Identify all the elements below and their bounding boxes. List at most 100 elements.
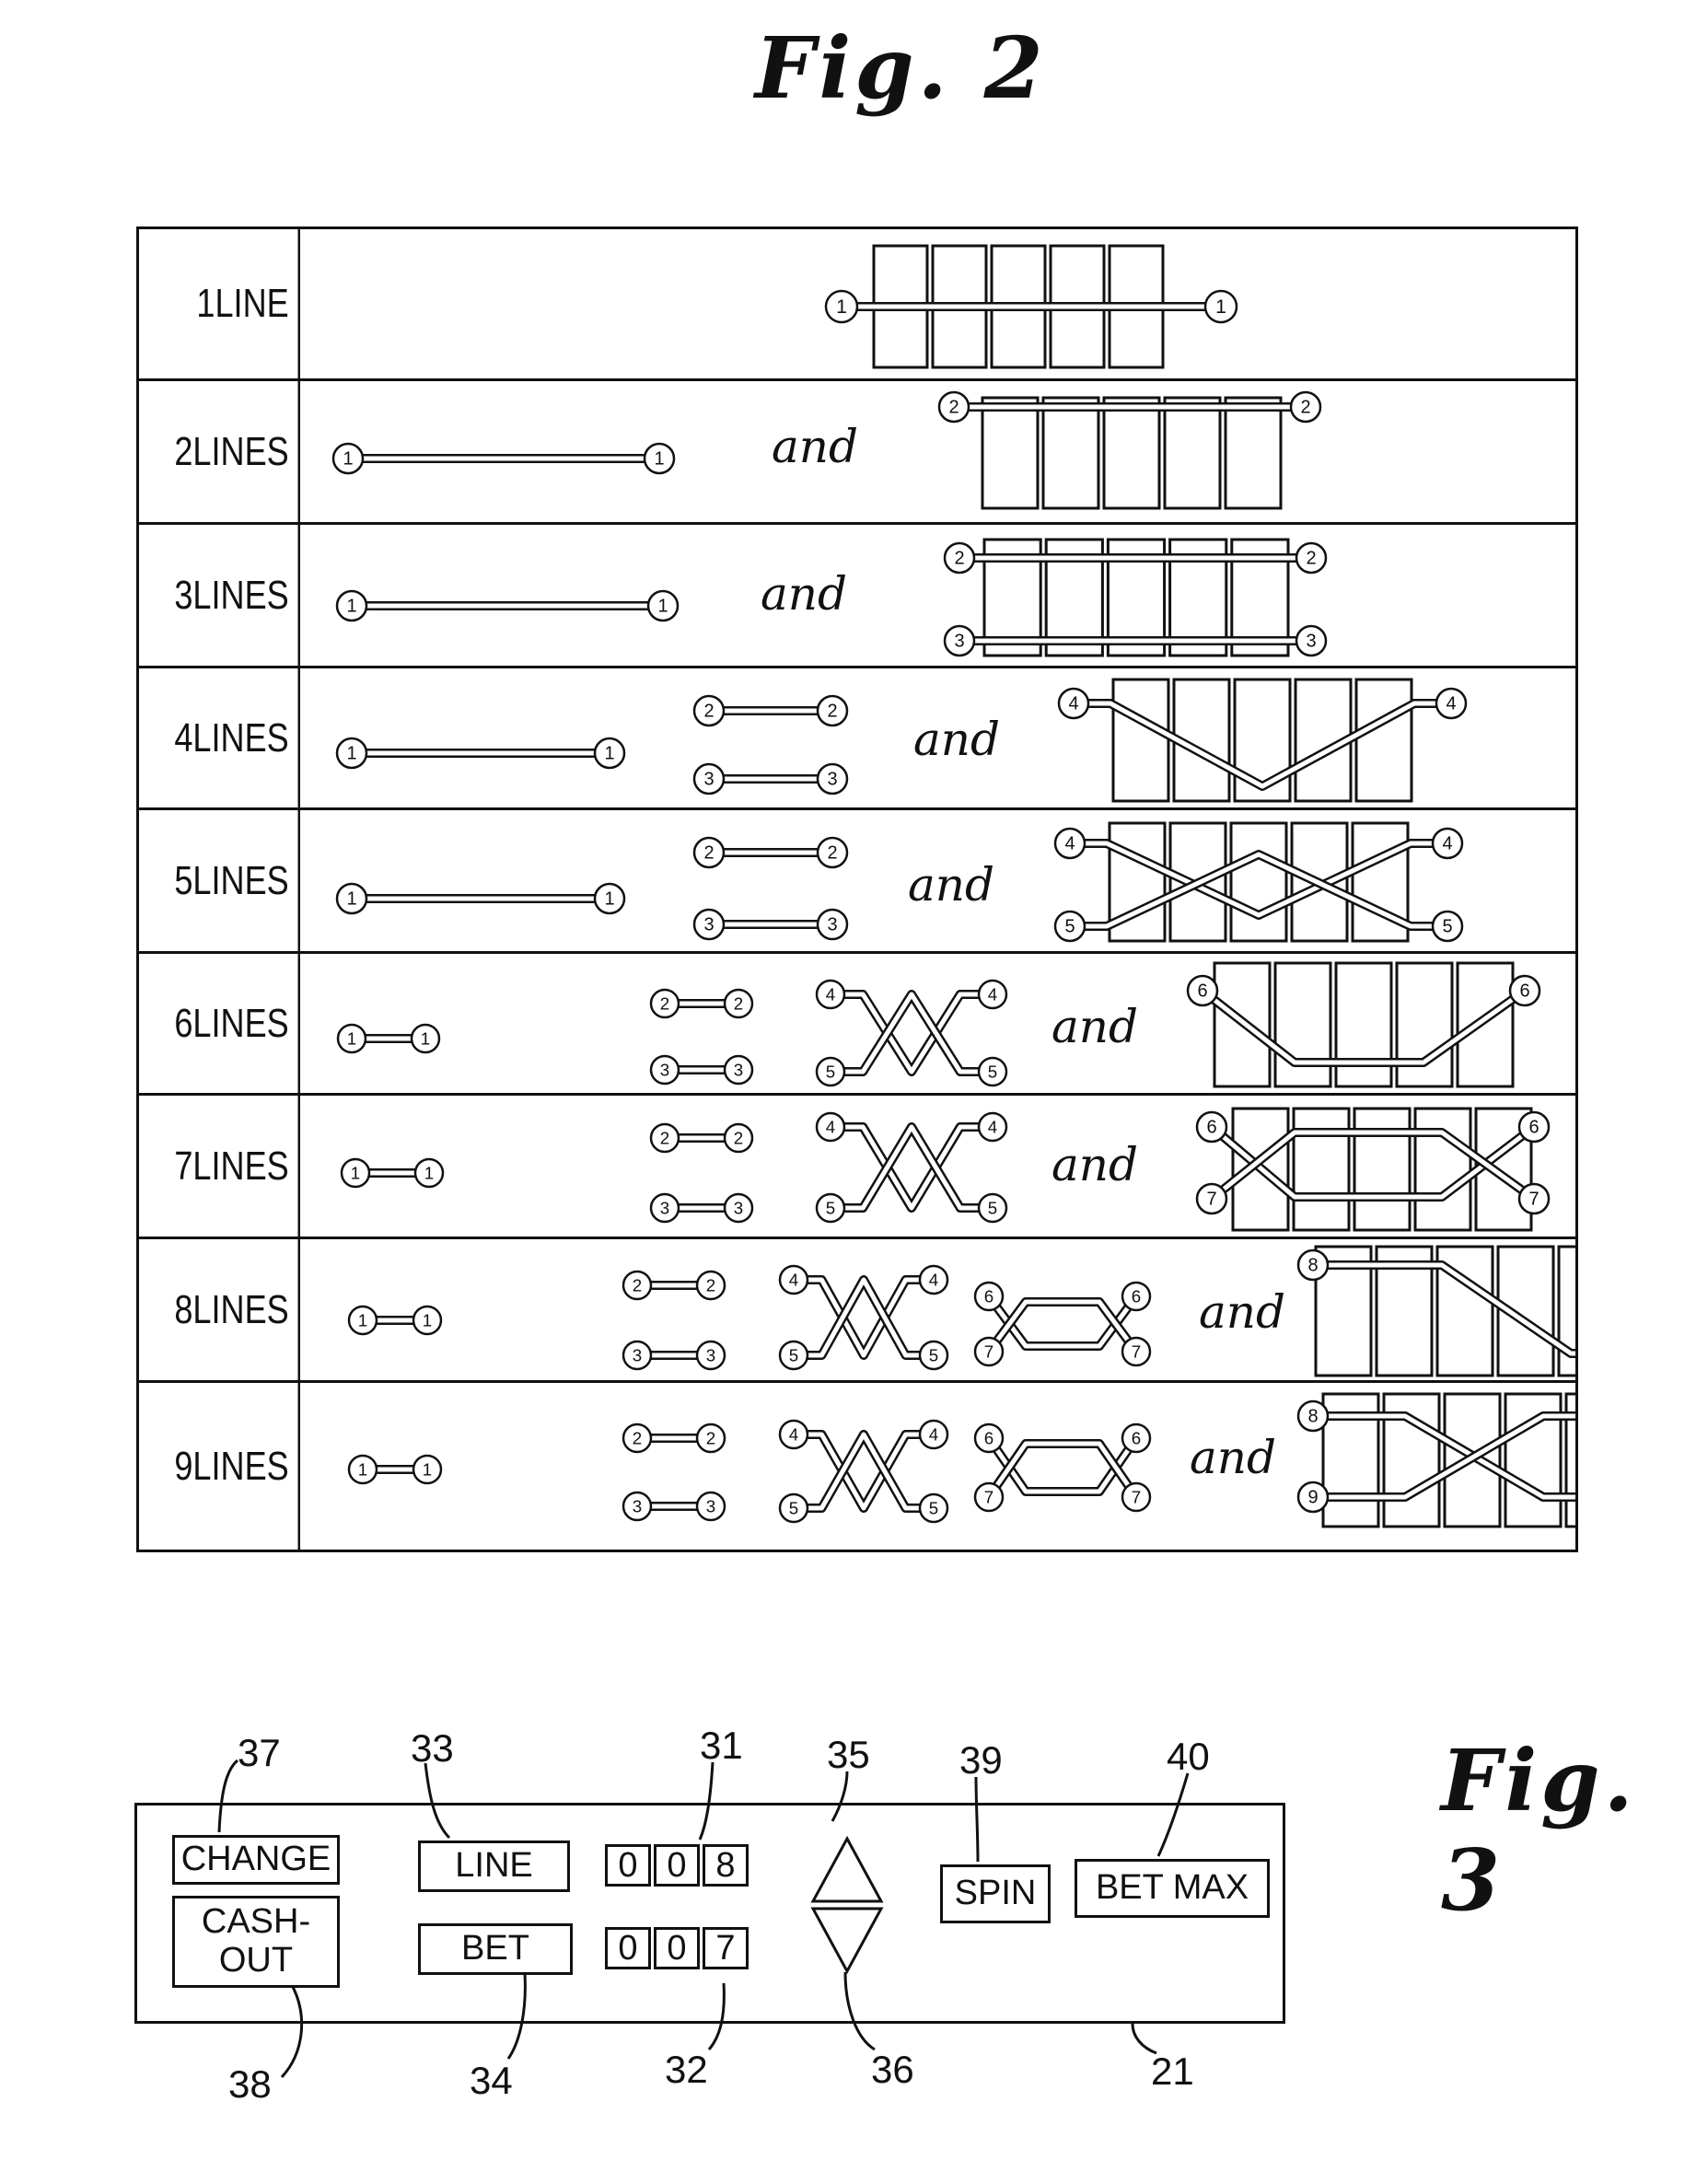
line-marker-number: 5 xyxy=(988,1198,997,1217)
row-6: 6LINES 1122334455and66 xyxy=(139,951,1575,1093)
line-marker-number: 1 xyxy=(836,296,847,318)
ref-33: 33 xyxy=(411,1726,454,1771)
line-marker-number: 1 xyxy=(346,889,356,910)
reel-window xyxy=(1231,823,1286,941)
line-marker-number: 7 xyxy=(1132,1487,1141,1506)
line-marker-number: 7 xyxy=(1132,1341,1141,1361)
line-marker-number: 1 xyxy=(424,1163,434,1182)
payline-diagram: 1122334455and6677 xyxy=(300,1096,1575,1237)
row-9: 9LINES 11223344556677and8899 xyxy=(139,1380,1575,1550)
ref-39: 39 xyxy=(959,1738,1003,1782)
and-conjunction: and xyxy=(761,567,847,621)
bet-button[interactable]: BET xyxy=(418,1923,573,1975)
row-diagram: 1122334455and6677 xyxy=(300,1096,1575,1237)
down-arrow-button[interactable] xyxy=(808,1903,887,1977)
line-marker-number: 2 xyxy=(827,843,837,864)
line-marker-number: 3 xyxy=(954,632,964,652)
line-marker-number: 2 xyxy=(660,993,669,1013)
line-marker-number: 3 xyxy=(827,915,837,935)
line-button[interactable]: LINE xyxy=(418,1840,570,1892)
line-marker-number: 1 xyxy=(604,889,614,910)
line-marker-number: 6 xyxy=(984,1286,993,1306)
row-diagram: 11and2233 xyxy=(300,525,1575,666)
and-conjunction: and xyxy=(913,713,1000,766)
reel-window xyxy=(1104,398,1159,508)
line-marker-number: 1 xyxy=(343,449,353,470)
and-conjunction: and xyxy=(908,858,994,912)
payline-outline xyxy=(831,1127,993,1208)
payline-table: 1LINE 11 2LINES 11and22 3LINES 11and2233… xyxy=(136,226,1578,1552)
line-marker-number: 3 xyxy=(1306,632,1316,652)
line-marker-number: 1 xyxy=(421,1028,430,1048)
line-marker-number: 7 xyxy=(984,1487,993,1506)
row-label: 1LINE xyxy=(168,229,301,378)
line-marker-number: 8 xyxy=(1307,1256,1318,1276)
line-marker-number: 4 xyxy=(1064,834,1075,854)
line-marker-number: 1 xyxy=(358,1459,367,1479)
line-marker-number: 1 xyxy=(423,1459,432,1479)
cashout-button[interactable]: CASH- OUT xyxy=(172,1896,340,1988)
payline-diagram: 11223344556677and8899 xyxy=(300,1383,1575,1550)
spin-button[interactable]: SPIN xyxy=(940,1864,1051,1923)
line-marker-number: 1 xyxy=(654,449,664,470)
line-marker-number: 4 xyxy=(988,1117,997,1136)
control-panel: CHANGE CASH- OUT LINE BET 0 0 8 0 0 7 SP… xyxy=(134,1803,1285,2024)
row-diagram: 112233and4455 xyxy=(300,810,1575,951)
line-marker-number: 4 xyxy=(988,984,997,1004)
row-2: 2LINES 11and22 xyxy=(139,378,1575,522)
change-button[interactable]: CHANGE xyxy=(172,1835,340,1885)
payline-fill xyxy=(794,1434,934,1508)
line-marker-number: 4 xyxy=(826,984,835,1004)
ref-40: 40 xyxy=(1167,1735,1210,1779)
line-marker-number: 4 xyxy=(929,1424,938,1444)
line-marker-number: 2 xyxy=(703,702,714,722)
row-diagram: 11223344556677and88 xyxy=(300,1239,1575,1380)
line-marker-number: 2 xyxy=(660,1128,669,1147)
row-diagram: 11 xyxy=(300,229,1575,378)
ref-35: 35 xyxy=(827,1733,870,1777)
bet-max-button[interactable]: BET MAX xyxy=(1075,1859,1270,1918)
line-marker-number: 5 xyxy=(826,1198,835,1217)
line-marker-number: 2 xyxy=(954,549,964,569)
line-digit: 0 xyxy=(654,1844,700,1887)
ref-31: 31 xyxy=(700,1724,743,1768)
line-marker-number: 2 xyxy=(827,702,837,722)
row-3: 3LINES 11and2233 xyxy=(139,522,1575,666)
payline-fill xyxy=(794,1280,934,1355)
line-marker-number: 7 xyxy=(1528,1190,1539,1210)
row-diagram: 1122334455and66 xyxy=(300,954,1575,1093)
row-diagram: 11223344556677and8899 xyxy=(300,1383,1575,1550)
line-digit: 8 xyxy=(703,1844,749,1887)
reel-window xyxy=(1356,679,1412,801)
reel-window xyxy=(1354,1109,1410,1230)
line-marker-number: 3 xyxy=(703,915,714,935)
reel-window xyxy=(1043,398,1098,508)
line-digit: 0 xyxy=(605,1844,651,1887)
line-marker-number: 2 xyxy=(703,843,714,864)
payline-diagram: 11223344556677and88 xyxy=(300,1239,1575,1380)
line-marker-number: 1 xyxy=(1215,296,1226,318)
payline-outline xyxy=(794,1434,934,1508)
line-marker-number: 2 xyxy=(948,398,959,418)
row-label: 8LINES xyxy=(168,1239,301,1380)
line-marker-number: 3 xyxy=(633,1496,642,1515)
and-conjunction: and xyxy=(1199,1285,1285,1339)
payline-fill xyxy=(794,1434,934,1508)
reel-window xyxy=(982,398,1038,508)
row-7: 7LINES 1122334455and6677 xyxy=(139,1093,1575,1237)
line-marker-number: 3 xyxy=(703,770,714,790)
payline-diagram: 1122334455and66 xyxy=(300,954,1575,1093)
ref-32: 32 xyxy=(665,2048,708,2092)
line-marker-number: 3 xyxy=(660,1198,669,1217)
line-marker-number: 3 xyxy=(734,1060,743,1079)
row-diagram: 11and22 xyxy=(300,381,1575,522)
line-marker-number: 2 xyxy=(1306,549,1316,569)
payline-outline xyxy=(794,1280,934,1355)
and-conjunction: and xyxy=(1052,1138,1138,1191)
payline-diagram: 11and22 xyxy=(300,381,1575,522)
fig2-title: Fig. 2 xyxy=(755,18,1047,118)
line-marker-number: 4 xyxy=(1068,694,1078,714)
line-marker-number: 1 xyxy=(351,1163,360,1182)
up-arrow-button[interactable] xyxy=(808,1833,887,1907)
ref-38: 38 xyxy=(228,2062,272,2107)
